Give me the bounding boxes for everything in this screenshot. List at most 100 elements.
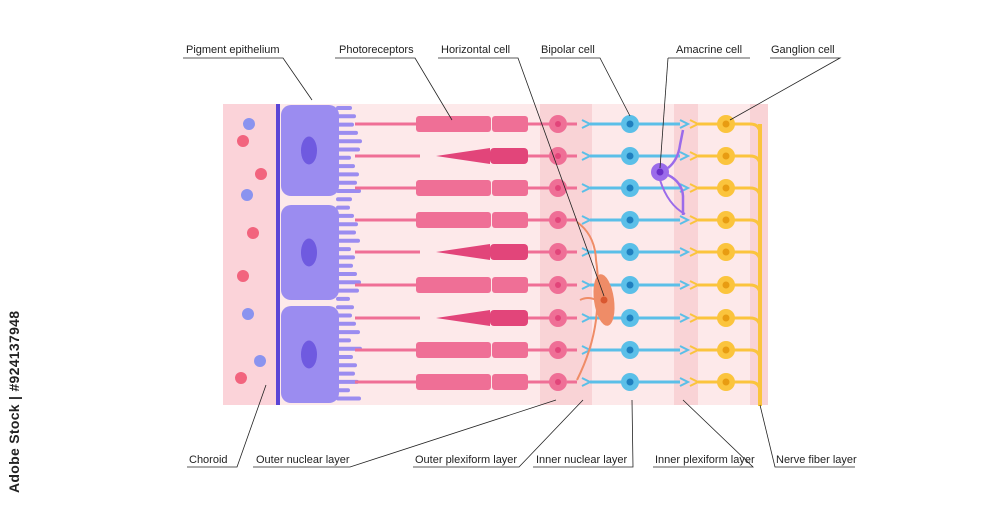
photoreceptor-nucleus: [555, 153, 561, 159]
label-photoreceptors: Photoreceptors: [339, 44, 414, 56]
epithelium-microvillus: [336, 213, 354, 218]
photoreceptor-terminal: [567, 186, 577, 190]
choroid-blood-cell: [255, 168, 267, 180]
leader-choroid: [187, 384, 267, 468]
photoreceptor-fiber: [355, 348, 420, 352]
label-bipolar-cell: Bipolar cell: [541, 44, 595, 56]
epithelium-microvillus: [336, 147, 360, 152]
cone-outer-segment: [436, 244, 490, 260]
bipolar-terminal: [679, 215, 691, 225]
pigment-epithelium-nucleus: [301, 340, 317, 369]
cone-outer-segment: [436, 148, 490, 164]
photoreceptor-terminal: [567, 154, 577, 158]
rod-inner-segment: [492, 277, 528, 293]
epithelium-microvillus: [336, 371, 355, 376]
photoreceptor-fiber: [355, 122, 420, 126]
label-inner-nuclear-layer: Inner nuclear layer: [536, 454, 627, 466]
bipolar-nucleus: [626, 152, 634, 160]
epithelium-microvillus: [336, 238, 360, 243]
epithelium-microvillus: [336, 155, 351, 160]
horizontal-nucleus: [600, 296, 608, 304]
epithelium-microvillus: [336, 321, 356, 326]
photoreceptor-terminal: [567, 250, 577, 254]
photoreceptor-axon: [528, 186, 550, 190]
choroid-blood-cell: [235, 372, 247, 384]
photoreceptor-nucleus: [555, 282, 561, 288]
rod-inner-segment: [492, 342, 528, 358]
rod-outer-segment: [416, 116, 491, 132]
choroid-blood-cell: [241, 189, 253, 201]
ganglion-nucleus: [722, 346, 730, 354]
epithelium-microvillus: [336, 305, 354, 310]
bipolar-nucleus: [626, 216, 634, 224]
epithelium-microvillus: [336, 255, 355, 260]
stock-watermark: Adobe Stock | #924137948: [6, 310, 22, 493]
bipolar-terminal: [679, 247, 691, 257]
choroid-blood-cell: [237, 135, 249, 147]
nerve-fiber-bundle: [758, 124, 762, 406]
choroid-blood-cell: [242, 308, 254, 320]
epithelium-microvillus: [336, 280, 361, 285]
epithelium-microvillus: [336, 172, 359, 177]
choroid-blood-cell: [254, 355, 266, 367]
epithelium-microvillus: [336, 330, 360, 335]
leader-amacrine-cell-drop: [659, 57, 669, 169]
photoreceptor-axon: [528, 122, 550, 126]
epithelium-microvillus: [336, 288, 359, 293]
leader-ganglion-cell: [729, 57, 842, 121]
amacrine-process: [667, 129, 685, 169]
epithelium-microvillus: [336, 164, 355, 169]
label-inner-plexiform-layer: Inner plexiform layer: [655, 454, 755, 466]
photoreceptor-axon: [528, 283, 550, 287]
bipolar-nucleus: [626, 248, 634, 256]
epithelium-microvillus: [336, 379, 359, 384]
photoreceptor-fiber: [355, 186, 420, 190]
ganglion-nucleus: [722, 378, 730, 386]
bipolar-terminal: [679, 119, 691, 129]
epithelium-microvillus: [336, 114, 356, 119]
rod-inner-segment: [492, 374, 528, 390]
label-outer-plexiform-layer: Outer plexiform layer: [415, 454, 517, 466]
ganglion-nucleus: [722, 216, 730, 224]
photoreceptor-fiber: [355, 154, 420, 158]
photoreceptor-nucleus: [555, 315, 561, 321]
epithelium-microvillus: [336, 263, 353, 268]
bipolar-nucleus: [626, 120, 634, 128]
leader-bipolar-cell: [540, 57, 631, 117]
bipolar-nucleus: [626, 378, 634, 386]
epithelium-microvillus: [336, 180, 357, 185]
photoreceptor-nucleus: [555, 379, 561, 385]
bipolar-terminal: [679, 377, 691, 387]
photoreceptor-axon: [528, 316, 550, 320]
amacrine-cell: [651, 129, 686, 215]
rod-outer-segment: [416, 342, 491, 358]
epithelium-microvillus: [336, 205, 350, 210]
photoreceptor-nucleus: [555, 121, 561, 127]
rod-outer-segment: [416, 212, 491, 228]
epithelium-microvillus: [336, 396, 361, 401]
ganglion-nucleus: [722, 248, 730, 256]
bipolar-nucleus: [626, 184, 634, 192]
amacrine-process: [667, 173, 685, 215]
leader-outer-nuclear-layer: [253, 399, 557, 468]
photoreceptor-terminal: [567, 218, 577, 222]
rod-inner-segment: [492, 212, 528, 228]
photoreceptor-axon: [528, 348, 550, 352]
pigment-epithelium-nucleus: [301, 136, 317, 165]
photoreceptor-cells: [355, 115, 577, 391]
leader-outer-plexiform-layer: [413, 399, 584, 468]
photoreceptor-terminal: [567, 348, 577, 352]
choroid-blood-cells: [235, 118, 267, 384]
label-pigment-epithelium: Pigment epithelium: [186, 44, 280, 56]
leader-pigment-epithelium: [183, 57, 313, 101]
epithelium-microvillus: [336, 189, 361, 193]
bipolar-terminal: [679, 313, 691, 323]
photoreceptor-fiber: [355, 250, 420, 254]
ganglion-nucleus: [722, 120, 730, 128]
label-ganglion-cell: Ganglion cell: [771, 44, 835, 56]
photoreceptor-axon: [528, 154, 550, 158]
bipolar-terminal: [679, 280, 691, 290]
ganglion-nucleus: [722, 281, 730, 289]
photoreceptor-fiber: [355, 316, 420, 320]
rod-inner-segment: [492, 180, 528, 196]
